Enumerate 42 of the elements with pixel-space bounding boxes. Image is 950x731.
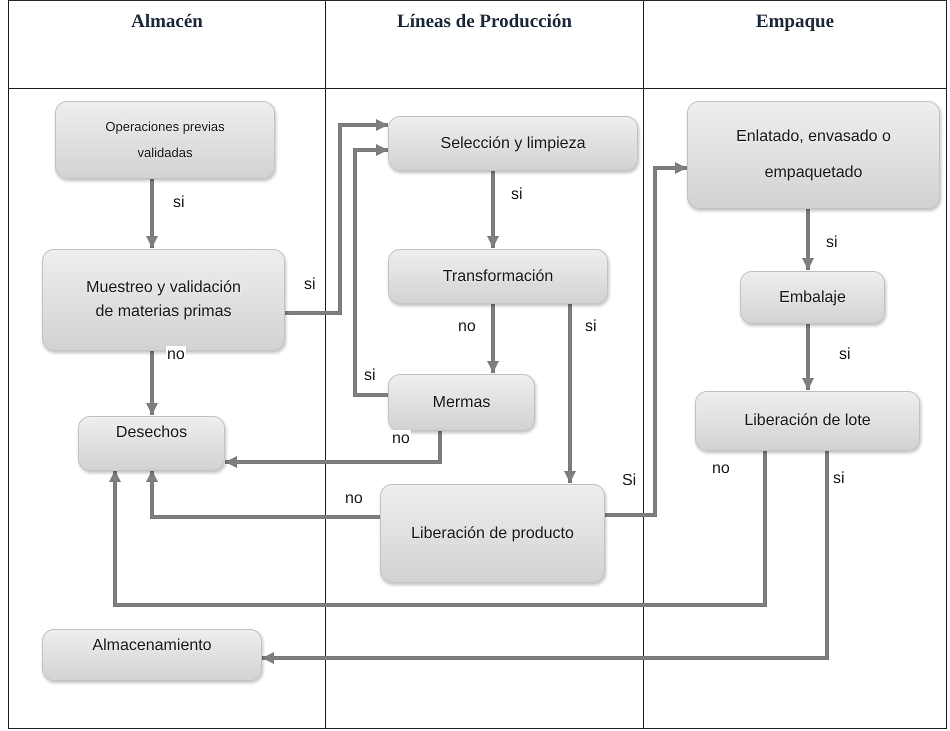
box-text: Enlatado, envasado o empaquetado [735,127,892,183]
arrow [564,303,576,483]
process-box [42,629,262,681]
arrow [802,323,814,390]
swimlane [8,0,326,729]
process-box [687,101,940,209]
arrow [109,450,767,607]
process-box [695,391,920,451]
arrow [285,119,388,315]
box-text: Selección y limpieza [440,134,586,154]
lane-title: Almacén [131,11,203,34]
box-text: Muestreo y validación de materias primas [85,278,242,322]
arrow [487,170,499,248]
process-box [55,101,275,179]
box-text: Liberación de lote [744,411,871,431]
process-box [78,416,225,471]
box-text: Liberación de producto [411,524,574,544]
arrow [146,178,158,248]
lane-title: Líneas de Producción [397,11,572,34]
box-text: Transformación [442,266,554,286]
box-text: Almacenamiento [92,636,212,656]
process-box [380,484,605,583]
process-box [740,271,885,324]
box-text: Mermas [432,392,490,412]
box-text: Operaciones previas validadas [104,118,226,162]
arrow [146,470,380,519]
arrow [262,450,829,664]
process-box [388,116,638,171]
lane-title: Empaque [756,11,834,34]
process-box [388,249,608,304]
process-box [42,249,285,351]
box-text: Desechos [116,423,188,443]
process-box [388,374,535,431]
swimlane [325,0,644,729]
arrow [605,162,687,517]
arrow [802,208,814,270]
box-text: Embalaje [779,288,846,308]
arrow [225,430,442,468]
swimlane [643,0,947,729]
arrow [353,144,388,397]
arrow [487,303,499,373]
arrow [146,350,158,415]
